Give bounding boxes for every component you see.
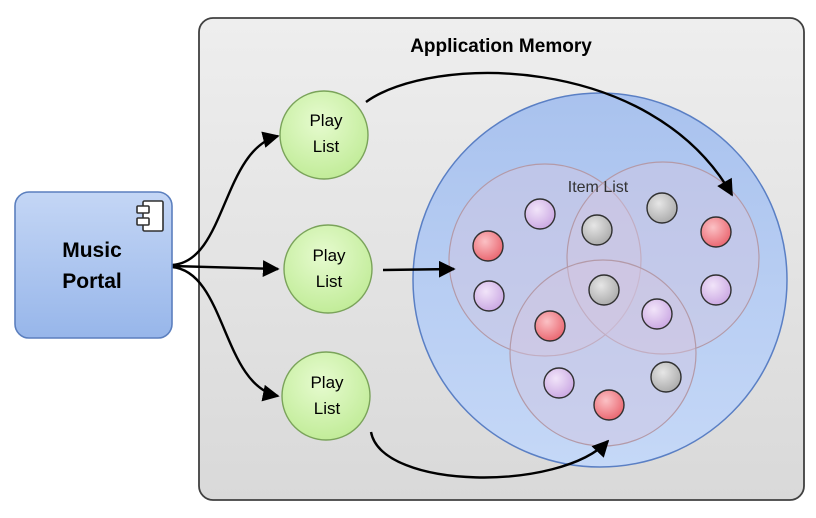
playlist-3-line1: Play bbox=[310, 373, 344, 392]
music-portal-box bbox=[14, 191, 173, 339]
playlist-2: Play List bbox=[283, 224, 373, 314]
music-portal-line2: Portal bbox=[62, 270, 122, 293]
music-portal-line1: Music bbox=[62, 239, 122, 262]
connector-playlist3-itemlist bbox=[369, 431, 610, 479]
connector-portal-playlist-2 bbox=[171, 260, 280, 277]
connector-playlist1-itemlist bbox=[365, 71, 734, 197]
playlist-1-line1: Play bbox=[309, 111, 343, 130]
playlist-2-circle bbox=[283, 224, 373, 314]
playlist-1-line2: List bbox=[313, 137, 340, 156]
item-purple bbox=[543, 367, 575, 399]
item-red bbox=[534, 310, 566, 342]
connector-playlist2-itemlist bbox=[382, 260, 456, 278]
item-gray bbox=[588, 274, 620, 306]
item-purple bbox=[700, 274, 732, 306]
item-list-label: Item List bbox=[568, 179, 629, 196]
item-purple bbox=[473, 280, 505, 312]
item-purple bbox=[641, 298, 673, 330]
item-purple bbox=[524, 198, 556, 230]
connectors bbox=[171, 71, 734, 479]
connector-portal-playlist-3 bbox=[171, 265, 280, 402]
playlist-3: Play List bbox=[281, 351, 371, 441]
item-gray bbox=[581, 214, 613, 246]
connector-portal-playlist-1 bbox=[171, 131, 280, 267]
playlist-2-line2: List bbox=[316, 272, 343, 291]
playlist-3-circle bbox=[281, 351, 371, 441]
item-red bbox=[593, 389, 625, 421]
item-red bbox=[472, 230, 504, 262]
playlist-1: Play List bbox=[279, 90, 369, 180]
item-gray bbox=[646, 192, 678, 224]
playlist-2-line1: Play bbox=[312, 246, 346, 265]
playlist-1-circle bbox=[279, 90, 369, 180]
item-red bbox=[700, 216, 732, 248]
container-title: Application Memory bbox=[410, 36, 592, 57]
items bbox=[472, 192, 732, 421]
item-gray bbox=[650, 361, 682, 393]
component-icon bbox=[136, 200, 164, 232]
playlist-3-line2: List bbox=[314, 399, 341, 418]
venn-circle-right bbox=[566, 161, 760, 355]
